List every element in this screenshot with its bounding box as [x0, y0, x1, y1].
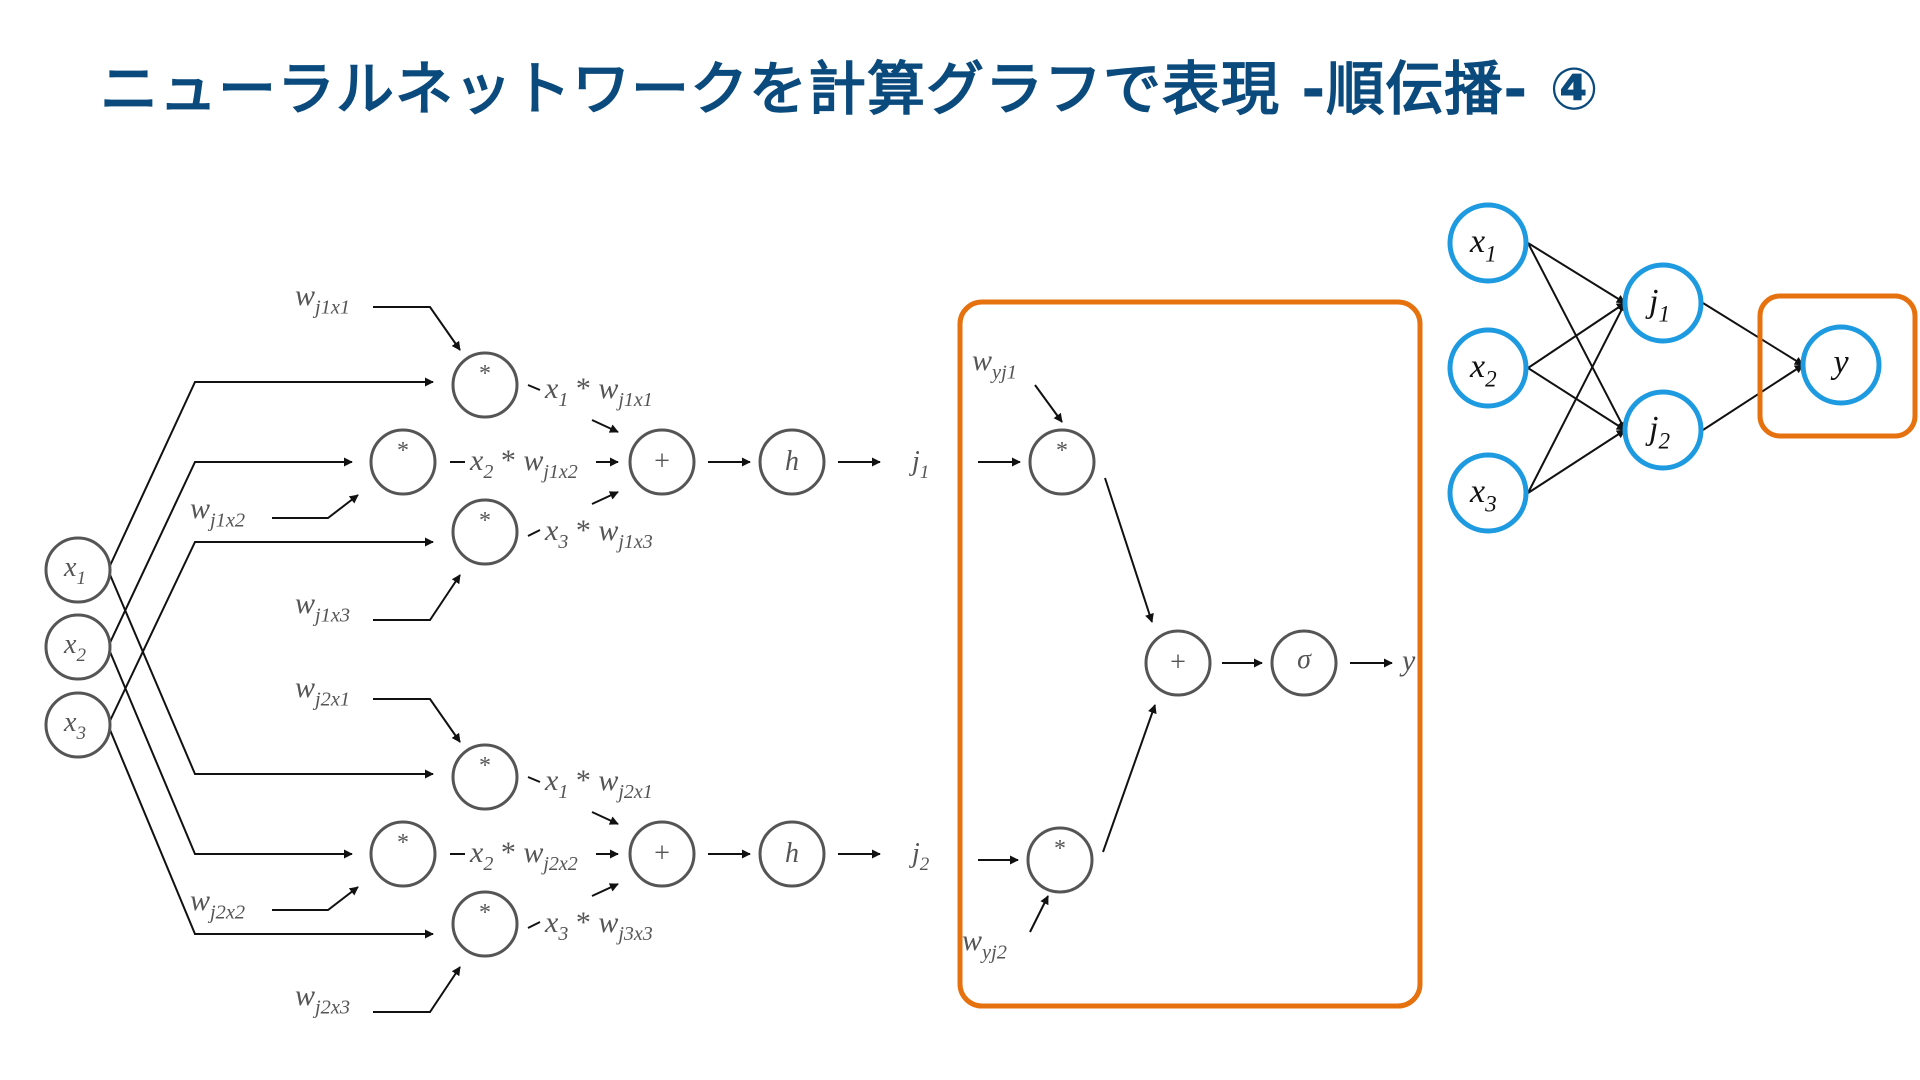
route-x2-j1: [107, 457, 353, 648]
mult-node-y-1: [1028, 428, 1096, 496]
product-label-j2-3: x3 * wj3x3: [544, 906, 653, 945]
route-x1-j1: [107, 377, 434, 571]
mult-node-j1-3: [451, 498, 519, 566]
nn-input-node-x2: [1447, 327, 1529, 409]
activation-label-j1: h: [785, 446, 799, 477]
product-label-j1-2: x2 * wj1x2: [469, 444, 578, 483]
nn-hidden-label-j1: j1: [1645, 283, 1670, 328]
nn-input-node-x3: [1447, 452, 1529, 534]
prod-to-sum-j2-3: [591, 883, 619, 897]
nn-output-label: y: [1830, 344, 1849, 381]
weight-label-j1-1: wj1x1: [295, 279, 350, 318]
mult-node-j1-2: [369, 428, 437, 496]
mult-symbol-j1-3: *: [479, 508, 491, 534]
input-node-x1: [44, 536, 112, 604]
mult-node-j2-2: [369, 820, 437, 888]
sum-symbol-j2: +: [654, 838, 670, 869]
nn-edge-j2-to-y: [1702, 364, 1804, 431]
route-x3-j2: [107, 724, 434, 939]
tick-j2-3: [527, 921, 541, 929]
weight-arrow-j1-1: [373, 306, 461, 351]
weight-arrow-yj2: [1029, 895, 1049, 933]
mult-symbol-j1-2: *: [397, 438, 409, 464]
mult-node-y-2: [1026, 826, 1094, 894]
weight-arrow-j2-3: [373, 966, 461, 1013]
hidden-label-j2: j2: [909, 838, 930, 875]
nn-hidden-node-j2: [1622, 389, 1704, 471]
sum-symbol-j1: +: [654, 446, 670, 477]
mult-symbol-y-2: *: [1054, 836, 1066, 862]
activation-node-j2: [758, 820, 826, 888]
nn-input-node-x1: [1447, 202, 1529, 284]
prod-to-sum-j1-1: [591, 419, 619, 433]
weight-label-yj2: wyj2: [962, 924, 1007, 963]
sum-symbol-y: +: [1170, 647, 1186, 678]
nn-edge-j1-to-y: [1702, 302, 1804, 366]
nn-input-label-x1: x1: [1469, 223, 1497, 268]
weight-label-j2-3: wj2x3: [295, 979, 350, 1018]
mult-symbol-j2-2: *: [397, 830, 409, 856]
weight-arrow-j2-1: [373, 698, 461, 743]
weight-arrow-j1-2: [272, 494, 359, 519]
nn-edge-in-368-to-j1: [1527, 302, 1626, 369]
nn-edge-in-243-to-j1: [1527, 242, 1626, 304]
activation-label-j2: h: [785, 838, 799, 869]
hidden-label-j1: j1: [909, 446, 929, 483]
tick-j1-1: [527, 384, 541, 391]
nn-hidden-node-j1: [1622, 262, 1704, 344]
route-x2-j2: [107, 646, 353, 859]
nn-edge-in-493-to-j1: [1527, 302, 1626, 494]
prod-to-sum-j1-3: [591, 491, 619, 505]
nn-output-node-y: [1800, 324, 1882, 406]
prod-to-sum-j2-1: [591, 811, 619, 825]
weight-arrow-j1-3: [373, 574, 461, 621]
nn-input-label-x3: x3: [1469, 473, 1497, 518]
weight-arrow-yj1: [1034, 384, 1063, 423]
slide-title: ニューラルネットワークを計算グラフで表現 -順伝播- ④: [100, 55, 1600, 123]
sum-node-j1: [628, 428, 696, 496]
mult-node-j2-1: [451, 743, 519, 811]
product-label-j1-3: x3 * wj1x3: [544, 514, 653, 553]
input-node-x3: [44, 691, 112, 759]
activation-node-j1: [758, 428, 826, 496]
input-label-x3: x3: [63, 707, 86, 744]
mult1-to-sum: [1104, 477, 1154, 623]
tick-j2-1: [527, 776, 541, 783]
weight-label-j1-3: wj1x3: [295, 587, 350, 626]
product-label-j2-1: x1 * wj2x1: [544, 764, 653, 803]
route-x3-j1: [107, 537, 434, 726]
nn-edge-in-493-to-j2: [1527, 429, 1626, 494]
input-label-x1: x1: [63, 552, 86, 589]
mult2-to-sum: [1102, 704, 1157, 853]
highlight-box-output-layer: [957, 299, 1423, 1009]
product-label-j1-1: x1 * wj1x1: [544, 372, 653, 411]
mult-node-j1-1: [451, 351, 519, 419]
graph-output-label: y: [1399, 644, 1416, 677]
weight-label-yj1: wyj1: [972, 344, 1017, 383]
highlight-box-nn-output: [1757, 293, 1918, 439]
mult-symbol-j2-3: *: [479, 900, 491, 926]
sum-node-j2: [628, 820, 696, 888]
tick-j1-3: [527, 529, 541, 537]
weight-label-j2-1: wj2x1: [295, 671, 350, 710]
product-label-j2-2: x2 * wj2x2: [469, 836, 578, 875]
route-x1-j2: [107, 569, 434, 779]
weight-label-j1-2: wj1x2: [190, 492, 245, 531]
input-node-x2: [44, 613, 112, 681]
sigmoid-label: σ: [1297, 644, 1312, 675]
sigmoid-node: [1270, 629, 1338, 697]
weight-arrow-j2-2: [272, 886, 359, 911]
nn-input-label-x2: x2: [1469, 348, 1497, 393]
nn-hidden-label-j2: j2: [1645, 410, 1670, 455]
mult-symbol-j2-1: *: [479, 753, 491, 779]
mult-node-j2-3: [451, 890, 519, 958]
input-label-x2: x2: [63, 629, 86, 666]
weight-label-j2-2: wj2x2: [190, 884, 245, 923]
mult-symbol-y-1: *: [1056, 438, 1068, 464]
sum-node-y: [1144, 629, 1212, 697]
mult-symbol-j1-1: *: [479, 361, 491, 387]
